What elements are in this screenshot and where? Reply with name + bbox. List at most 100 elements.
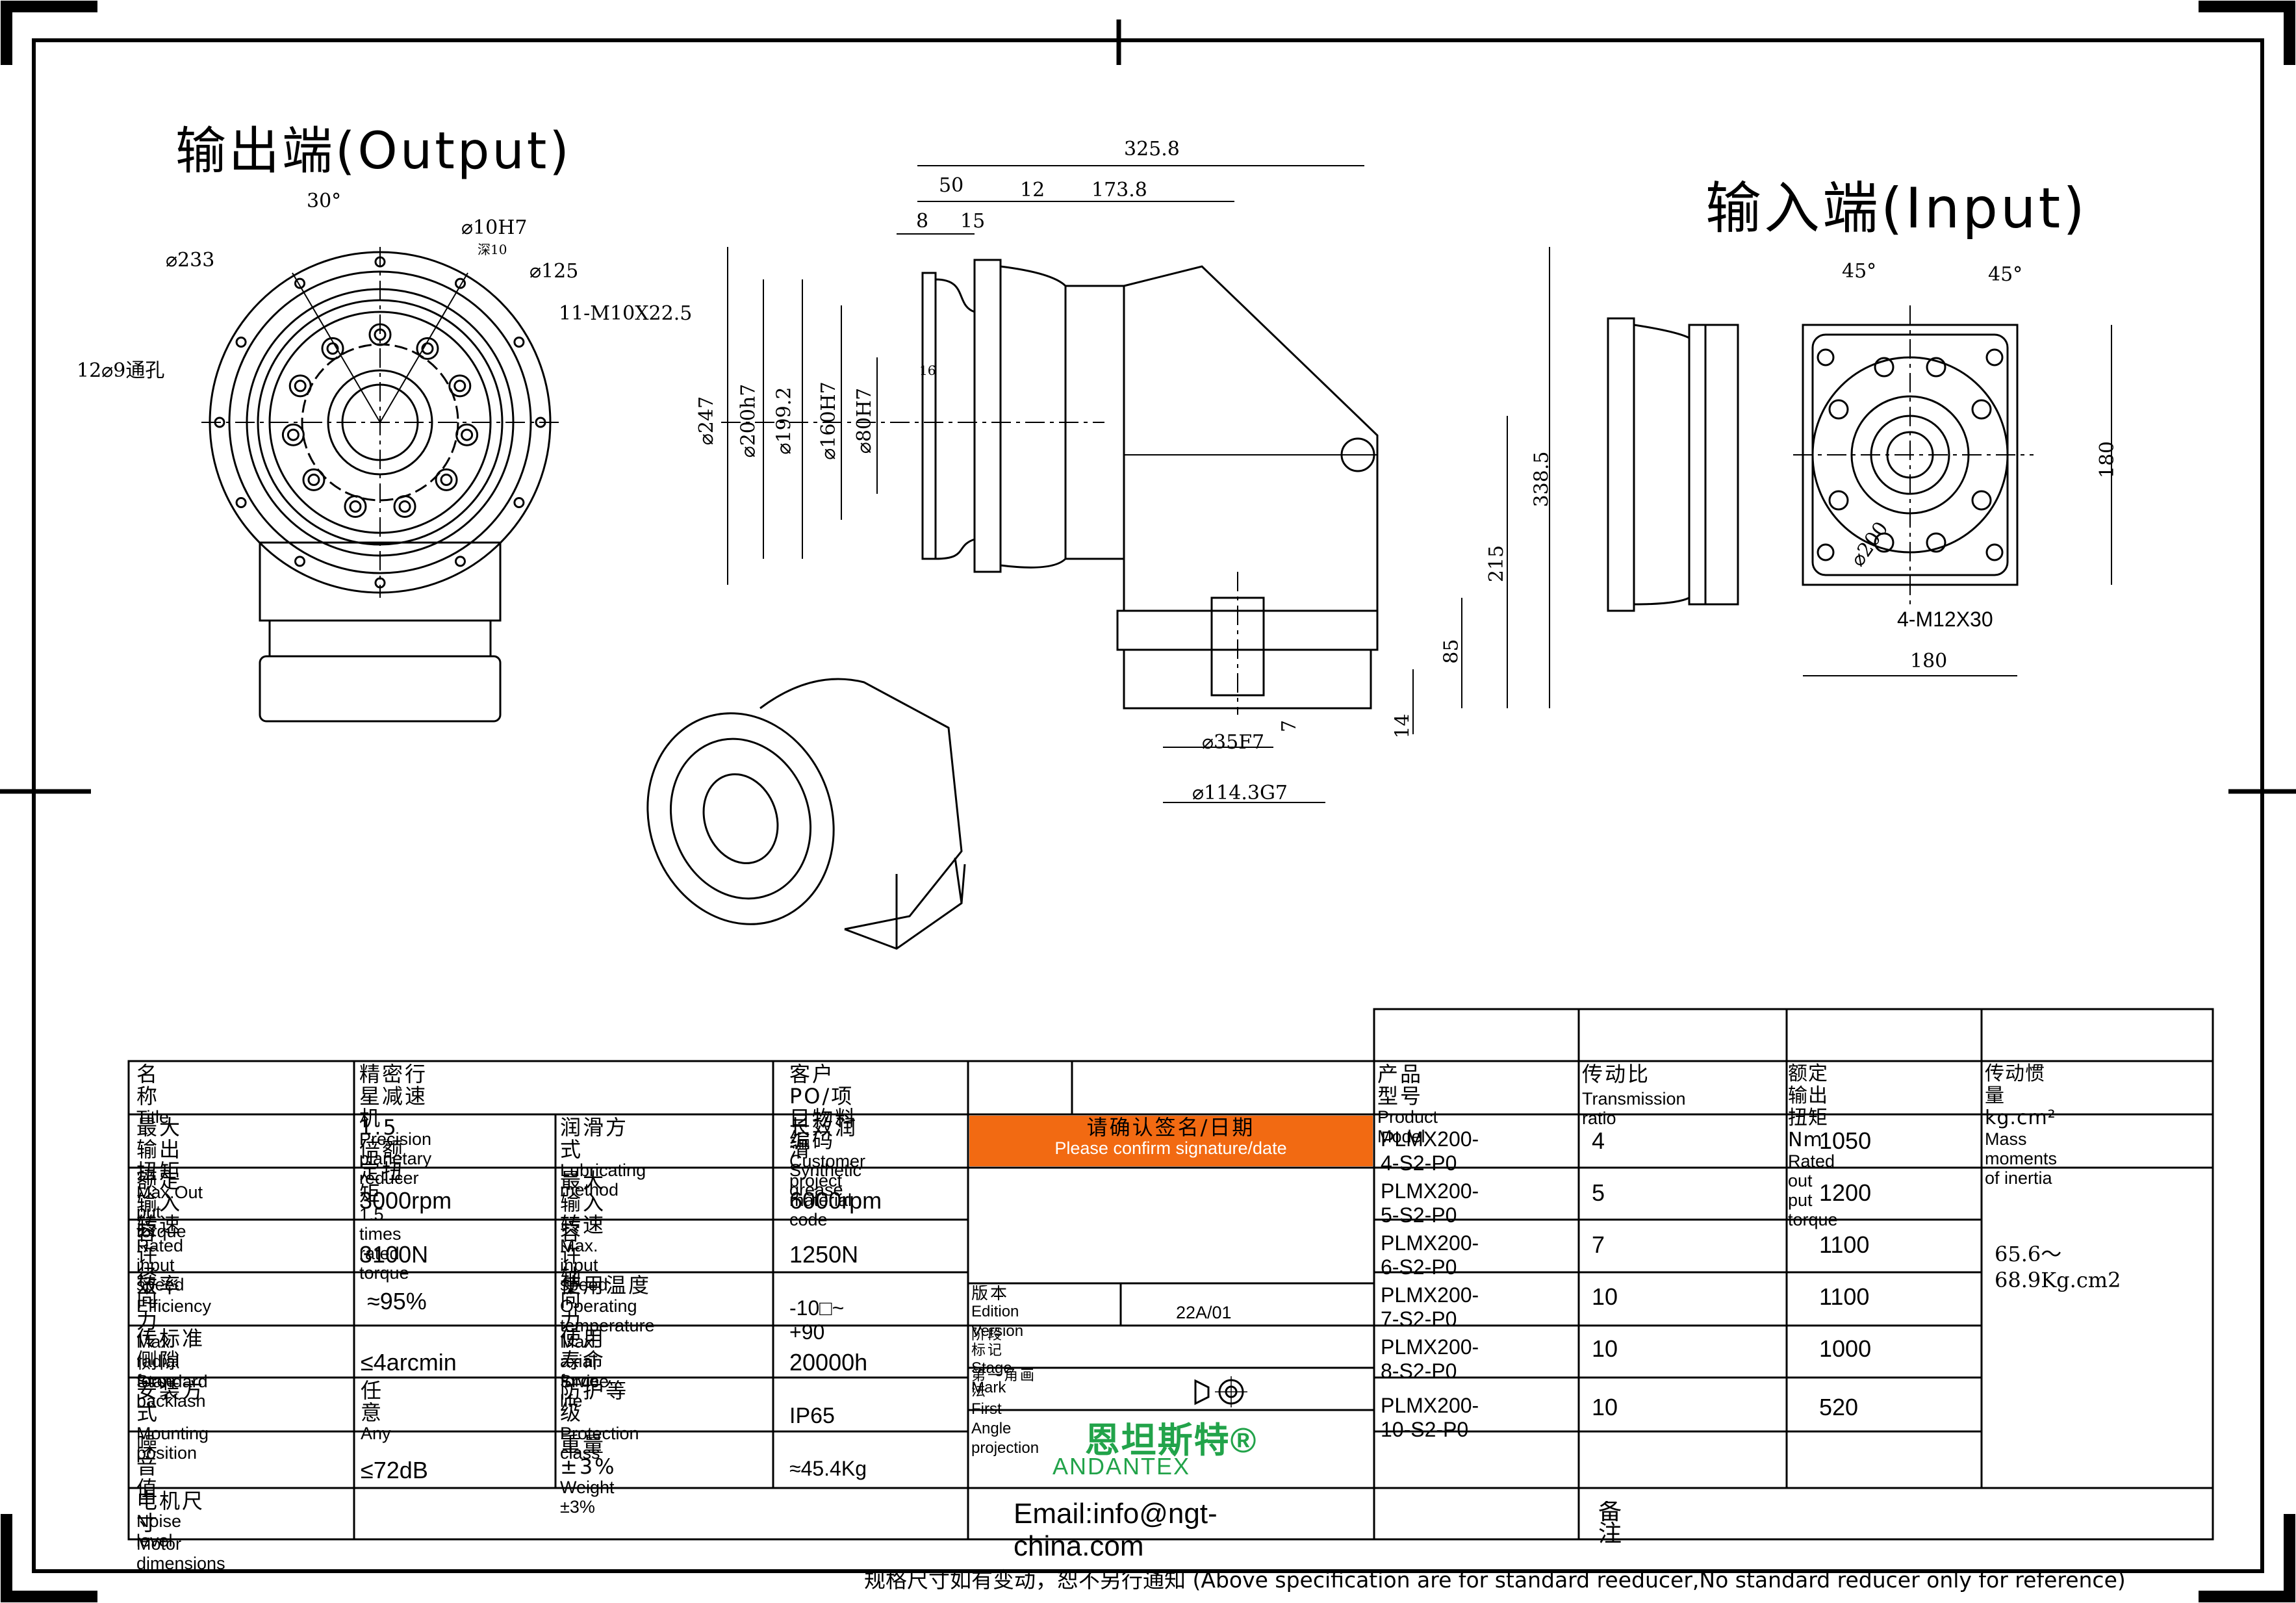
dim-14: 14 — [1391, 713, 1414, 739]
output-title: 输出端(Output) — [175, 122, 572, 181]
bolt-hole — [461, 428, 474, 441]
edition-val: 22A/01 — [1176, 1303, 1232, 1322]
model-row-torque: 1000 — [1819, 1335, 1872, 1362]
mount-en: Mounting position — [136, 1424, 209, 1463]
radial-cn: 容许径向力 — [136, 1222, 160, 1333]
bolt-hole — [235, 337, 247, 348]
mount-cn: 安装方式 — [136, 1379, 205, 1425]
iso-view — [646, 678, 966, 950]
motor-cn: 电机尺寸 — [136, 1490, 205, 1535]
weight-cn: 重量 ±3% — [560, 1433, 617, 1479]
torque-val-en: 1.5 times rated torque — [359, 1205, 409, 1283]
model-header-en: Product Model — [1377, 1107, 1438, 1146]
remark-label: 备注 — [1598, 1501, 1624, 1545]
dim-d247: ⌀247 — [695, 396, 719, 446]
email-text: Email:info@ngt-china.com — [1014, 1498, 1218, 1562]
lub-val-cn: 长效润滑 — [789, 1116, 858, 1162]
model-row-model: PLMX200-8-S2-P0 — [1381, 1335, 1479, 1383]
model-row-ratio: 10 — [1592, 1335, 1618, 1362]
bolt-hole — [398, 500, 411, 513]
speed-cn: 额定输入转速 — [136, 1170, 183, 1237]
dim-50: 50 — [939, 174, 964, 197]
dim-d125: ⌀125 — [529, 260, 579, 283]
dim-d200: ⌀200h7 — [737, 383, 760, 458]
dim-thread-input: 4-M12X30 — [1897, 608, 1993, 631]
noise-en: Noise level — [136, 1511, 182, 1550]
brand-logo-en: ANDANTEX — [1052, 1453, 1191, 1480]
speed-val: 3000rpm — [359, 1187, 452, 1214]
bolt-hole — [435, 468, 458, 491]
maxspeed-en: Max. input speed — [560, 1236, 608, 1294]
stage-en: Stage Mark — [971, 1359, 1012, 1396]
bolt-hole — [368, 323, 392, 346]
model-header-cn: 产品型号 — [1377, 1063, 1423, 1109]
life-cn: 使用寿命 — [560, 1327, 606, 1373]
speed-en: Rated input speed — [136, 1236, 185, 1294]
model-row-torque: 520 — [1819, 1394, 1859, 1420]
model-row-ratio: 10 — [1592, 1394, 1618, 1420]
bolt-hole — [349, 500, 362, 513]
bolt-hole — [416, 337, 439, 360]
motor-en: Motor dimensions — [136, 1534, 225, 1573]
bolt-hole — [374, 577, 386, 589]
eff-cn: 效率 — [136, 1274, 183, 1298]
eff-en: Efficiency — [136, 1296, 212, 1316]
dim-12: 12 — [1020, 179, 1045, 201]
dim-215: 215 — [1485, 545, 1509, 583]
prot-val: IP65 — [789, 1404, 835, 1428]
bolt-hole — [455, 556, 466, 567]
weight-en: Weight ±3% — [560, 1478, 615, 1517]
lub-cn: 润滑方式 — [560, 1116, 629, 1162]
temp-val: -10□~ +90 — [789, 1296, 845, 1344]
dim-thread: 11-M10X22.5 — [559, 302, 693, 325]
model-row-torque: 1100 — [1819, 1283, 1870, 1310]
dim-d114: ⌀114.3G7 — [1192, 782, 1288, 804]
model-row-model: PLMX200-7-S2-P0 — [1381, 1283, 1479, 1331]
bolt-hole — [307, 473, 320, 486]
dim-angle-45-left: 45° — [1842, 260, 1877, 283]
dim-d35: ⌀35F7 — [1202, 731, 1265, 754]
dim-8: 8 — [916, 210, 929, 233]
table-grid — [127, 1008, 2214, 1541]
inertia-header-cn: 传动惯量kg.cm² — [1985, 1063, 2056, 1129]
dim-angle-30: 30° — [307, 190, 342, 212]
title-en: Title — [136, 1107, 170, 1127]
prot-cn: 防护等级 — [560, 1379, 629, 1425]
dim-15: 15 — [960, 210, 986, 233]
inertia-value: 65.6～68.9Kg.cm2 — [1995, 1242, 2121, 1292]
bolt-hole — [344, 495, 367, 519]
model-row-ratio: 7 — [1592, 1231, 1605, 1258]
life-en: Srvice life — [560, 1372, 609, 1411]
radial-val: 3100N — [359, 1241, 429, 1268]
model-row-ratio: 10 — [1592, 1283, 1618, 1310]
model-row-ratio: 4 — [1592, 1127, 1605, 1154]
bolt-hole — [374, 256, 386, 268]
edition-cn: 版本 — [971, 1285, 1010, 1303]
eff-val: ≈95% — [367, 1288, 427, 1314]
dim-d80: ⌀80H7 — [853, 387, 876, 454]
prot-en: Protection class — [560, 1424, 639, 1463]
dim-through-holes: 12⌀9通孔 — [77, 359, 165, 382]
confirm-en: Please confirm signature/date — [1054, 1138, 1287, 1158]
dim-d199: ⌀199.2 — [772, 387, 796, 455]
dim-16: 16 — [919, 363, 936, 378]
life-val: 20000h — [789, 1349, 868, 1376]
bolt-hole — [288, 374, 312, 398]
bolt-hole — [455, 277, 466, 289]
dim-overall: 325.8 — [1124, 138, 1180, 160]
dim-d160: ⌀160H7 — [817, 381, 840, 460]
axial-en: Max. axial force — [560, 1332, 600, 1391]
bolt-hole — [513, 337, 525, 348]
bolt-hole — [235, 497, 247, 508]
dim-hole: ⌀10H7 — [461, 216, 528, 239]
noise-val: ≤72dB — [361, 1457, 428, 1483]
lub-en: Lubricating method — [560, 1161, 646, 1199]
proj-en: First Angle projection — [971, 1400, 1040, 1457]
model-row-model: PLMX200-4-S2-P0 — [1381, 1127, 1479, 1175]
input-title: 输入端(Input) — [1705, 176, 2087, 241]
bolt-hole — [281, 423, 305, 446]
bolt-hole — [535, 417, 546, 428]
noise-cn: 噪音值 — [136, 1433, 160, 1501]
model-row-model: PLMX200-10-S2-P0 — [1381, 1394, 1479, 1441]
